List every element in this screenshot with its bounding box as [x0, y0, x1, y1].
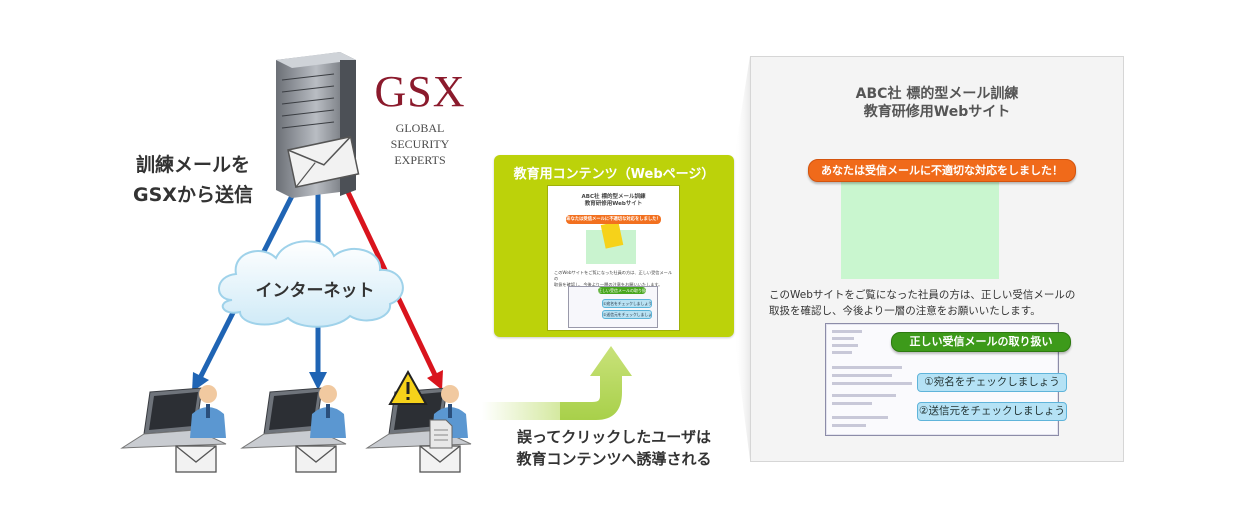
edu-content-box: 教育用コンテンツ（Webページ） ABC社 標的型メール訓練 教育研修用Webサ… [494, 155, 734, 337]
mini-step-2: ②送信元をチェックしましょう [602, 310, 652, 319]
send-label: 訓練メールを GSXから送信 [108, 150, 278, 210]
logo-line-2: SECURITY [390, 137, 450, 151]
mini-title-line-1: ABC社 標的型メール訓練 [581, 194, 646, 200]
cloud-label: インターネット [255, 281, 375, 301]
logo-line-1: GLOBAL [395, 121, 445, 135]
step-1-button[interactable]: ①宛名をチェックしましょう [917, 373, 1067, 392]
body-line-1: このWebサイトをご覧になった社員の方は、正しい受信メールの [769, 289, 1076, 301]
body-line-2: 取扱を確認し、今後より一層の注意をお願いいたします。 [769, 305, 1041, 317]
mini-yellow-card-icon [600, 221, 624, 249]
mini-body-text: このWebサイトをご覧になった社員の方は、正しい受信メールの 取扱を確認し、今後… [554, 270, 674, 288]
step-2-button[interactable]: ②送信元をチェックしましょう [917, 402, 1067, 421]
mini-body-line-2: 取扱を確認し、今後より一層の注意をお願いいたします。 [554, 282, 663, 287]
page-title: ABC社 標的型メール訓練 教育研修用Webサイト [751, 85, 1123, 121]
logo-line-3: EXPERTS [394, 153, 446, 167]
warning-icon [388, 369, 428, 405]
envelope-icon [295, 445, 337, 473]
mini-title-line-2: 教育研修用Webサイト [584, 201, 643, 207]
envelope-icon [175, 445, 217, 473]
envelope-icon [419, 445, 461, 473]
user-icon [310, 385, 346, 438]
laptop-user-3 [365, 369, 472, 473]
mini-body-line-1: このWebサイトをご覧になった社員の方は、正しい受信メールの [554, 270, 673, 281]
mini-step-1: ①宛名をチェックしましょう [602, 299, 652, 308]
zoom-projection [734, 56, 750, 460]
cloud-icon [218, 240, 404, 328]
laptop-user-1 [120, 385, 227, 473]
user-icon [190, 385, 226, 438]
page-title-line-2: 教育研修用Webサイト [863, 104, 1011, 120]
hand-background [841, 181, 999, 279]
page-title-line-1: ABC社 標的型メール訓練 [855, 86, 1019, 102]
envelope-icon [287, 135, 360, 189]
document-icon [429, 419, 453, 449]
mini-page-title: ABC社 標的型メール訓練 教育研修用Webサイト [548, 194, 679, 208]
mail-lines [832, 330, 912, 427]
redirect-label-line-1: 誤ってクリックしたユーザは [517, 428, 711, 446]
redirect-label-line-2: 教育コンテンツへ誘導される [516, 450, 712, 468]
send-label-line-1: 訓練メールを [135, 154, 250, 176]
training-web-page: ABC社 標的型メール訓練 教育研修用Webサイト あなたは受信メールに不適切な… [750, 56, 1124, 462]
edu-box-title: 教育用コンテンツ（Webページ） [513, 167, 715, 182]
mini-green-button: 正しい受信メールの取り扱い [598, 287, 646, 294]
logo-tagline: GLOBAL SECURITY EXPERTS [372, 120, 468, 168]
logo-word: GSX [374, 67, 466, 116]
correct-handling-button[interactable]: 正しい受信メールの取り扱い [891, 332, 1071, 352]
redirect-label: 誤ってクリックしたユーザは 教育コンテンツへ誘導される [494, 426, 734, 470]
gsx-logo: GSX GLOBAL SECURITY EXPERTS [372, 70, 468, 168]
send-label-line-2: GSXから送信 [133, 184, 253, 206]
redirect-arrow [482, 346, 632, 420]
laptop-user-2 [240, 385, 347, 473]
mini-warning-banner: あなたは受信メールに不適切な対応をしました！ [566, 215, 661, 224]
mini-page-preview: ABC社 標的型メール訓練 教育研修用Webサイト あなたは受信メールに不適切な… [547, 185, 680, 331]
page-body-text: このWebサイトをご覧になった社員の方は、正しい受信メールの 取扱を確認し、今後… [769, 287, 1114, 319]
warning-banner: あなたは受信メールに不適切な対応をしました！ [808, 159, 1076, 182]
